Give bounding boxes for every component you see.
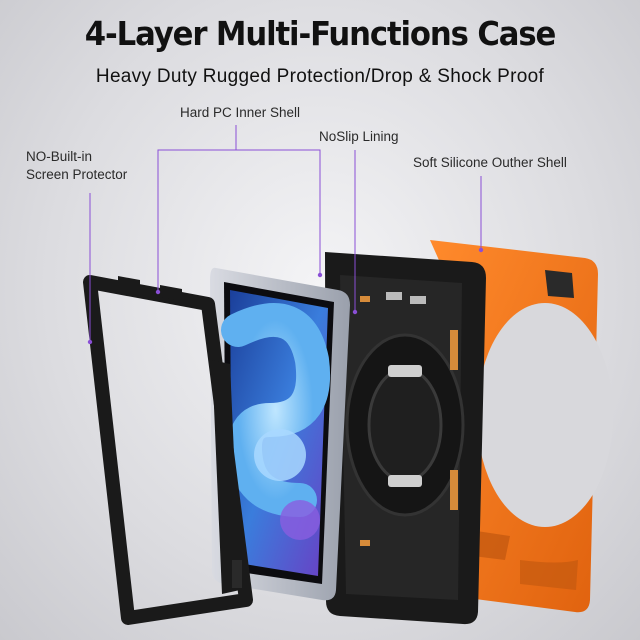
callout-line-inner-shell-left [157,125,237,292]
callout-screen-protector-line1: NO-Built-in [26,149,93,164]
callout-lining: NoSlip Lining [319,129,399,144]
tablet-device [210,267,350,601]
noslip-lining [325,252,486,625]
subheadline: Heavy Duty Rugged Protection/Drop & Shoc… [95,66,545,87]
callout-dots [87,247,484,345]
callout-line-inner-shell-right [236,149,321,275]
callout-outer-shell: Soft Silicone Outher Shell [413,155,567,170]
callout-screen-protector-line2: Screen Protector [26,167,128,182]
pc-inner-shell-frame [83,275,253,625]
callout-lines [89,125,482,342]
callout-inner-shell: Hard PC Inner Shell [180,105,301,120]
callout-screen-protector: NO-Built-in Screen Protector [26,148,127,184]
headline: 4-Layer Multi-Functions Case [84,14,556,53]
